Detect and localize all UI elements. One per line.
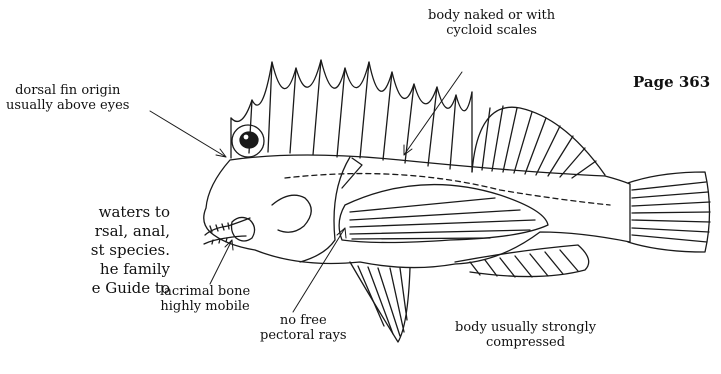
annotation-dorsal-origin: dorsal fin origin usually above eyes — [6, 83, 129, 113]
body-text-line: rsal, anal, — [0, 222, 170, 241]
dorsal-fin-spines — [231, 60, 472, 172]
body-text-fragment: waters to rsal, anal, st species. he fam… — [0, 203, 170, 298]
annotation-line: body naked or with — [428, 8, 555, 23]
annotation-pectoral: no free pectoral rays — [260, 313, 347, 343]
soft-dorsal-fin — [472, 106, 605, 178]
pectoral-fin — [339, 185, 548, 243]
pelvic-fin — [350, 262, 410, 342]
eye — [232, 125, 264, 157]
annotation-arrows — [150, 72, 462, 312]
annotation-line: highly mobile — [160, 299, 250, 314]
anal-fin — [455, 245, 589, 277]
body-text-line: st species. — [0, 241, 170, 260]
annotation-line: usually above eyes — [6, 98, 129, 113]
annotation-line: compressed — [455, 335, 596, 350]
annotation-line: body usually strongly — [455, 320, 596, 335]
annotation-line: cycloid scales — [428, 23, 555, 38]
mouth — [204, 218, 250, 244]
annotation-line: no free — [260, 313, 347, 328]
caudal-fin — [628, 172, 710, 252]
lateral-line — [285, 174, 610, 205]
annotation-body-scales: body naked or with cycloid scales — [428, 8, 555, 38]
annotation-lacrimal: lacrimal bone highly mobile — [160, 284, 250, 314]
annotation-line: pectoral rays — [260, 328, 347, 343]
page-number: Page 363 — [633, 73, 710, 91]
body-text-line: e Guide to — [0, 279, 170, 298]
annotation-line: lacrimal bone — [160, 284, 250, 299]
body-text-line: waters to — [0, 203, 170, 222]
body-text-line: he family — [0, 260, 170, 279]
fish-body-outline — [204, 155, 630, 268]
operculum — [272, 157, 362, 262]
annotation-compressed: body usually strongly compressed — [455, 320, 596, 350]
annotation-line: dorsal fin origin — [6, 83, 129, 98]
